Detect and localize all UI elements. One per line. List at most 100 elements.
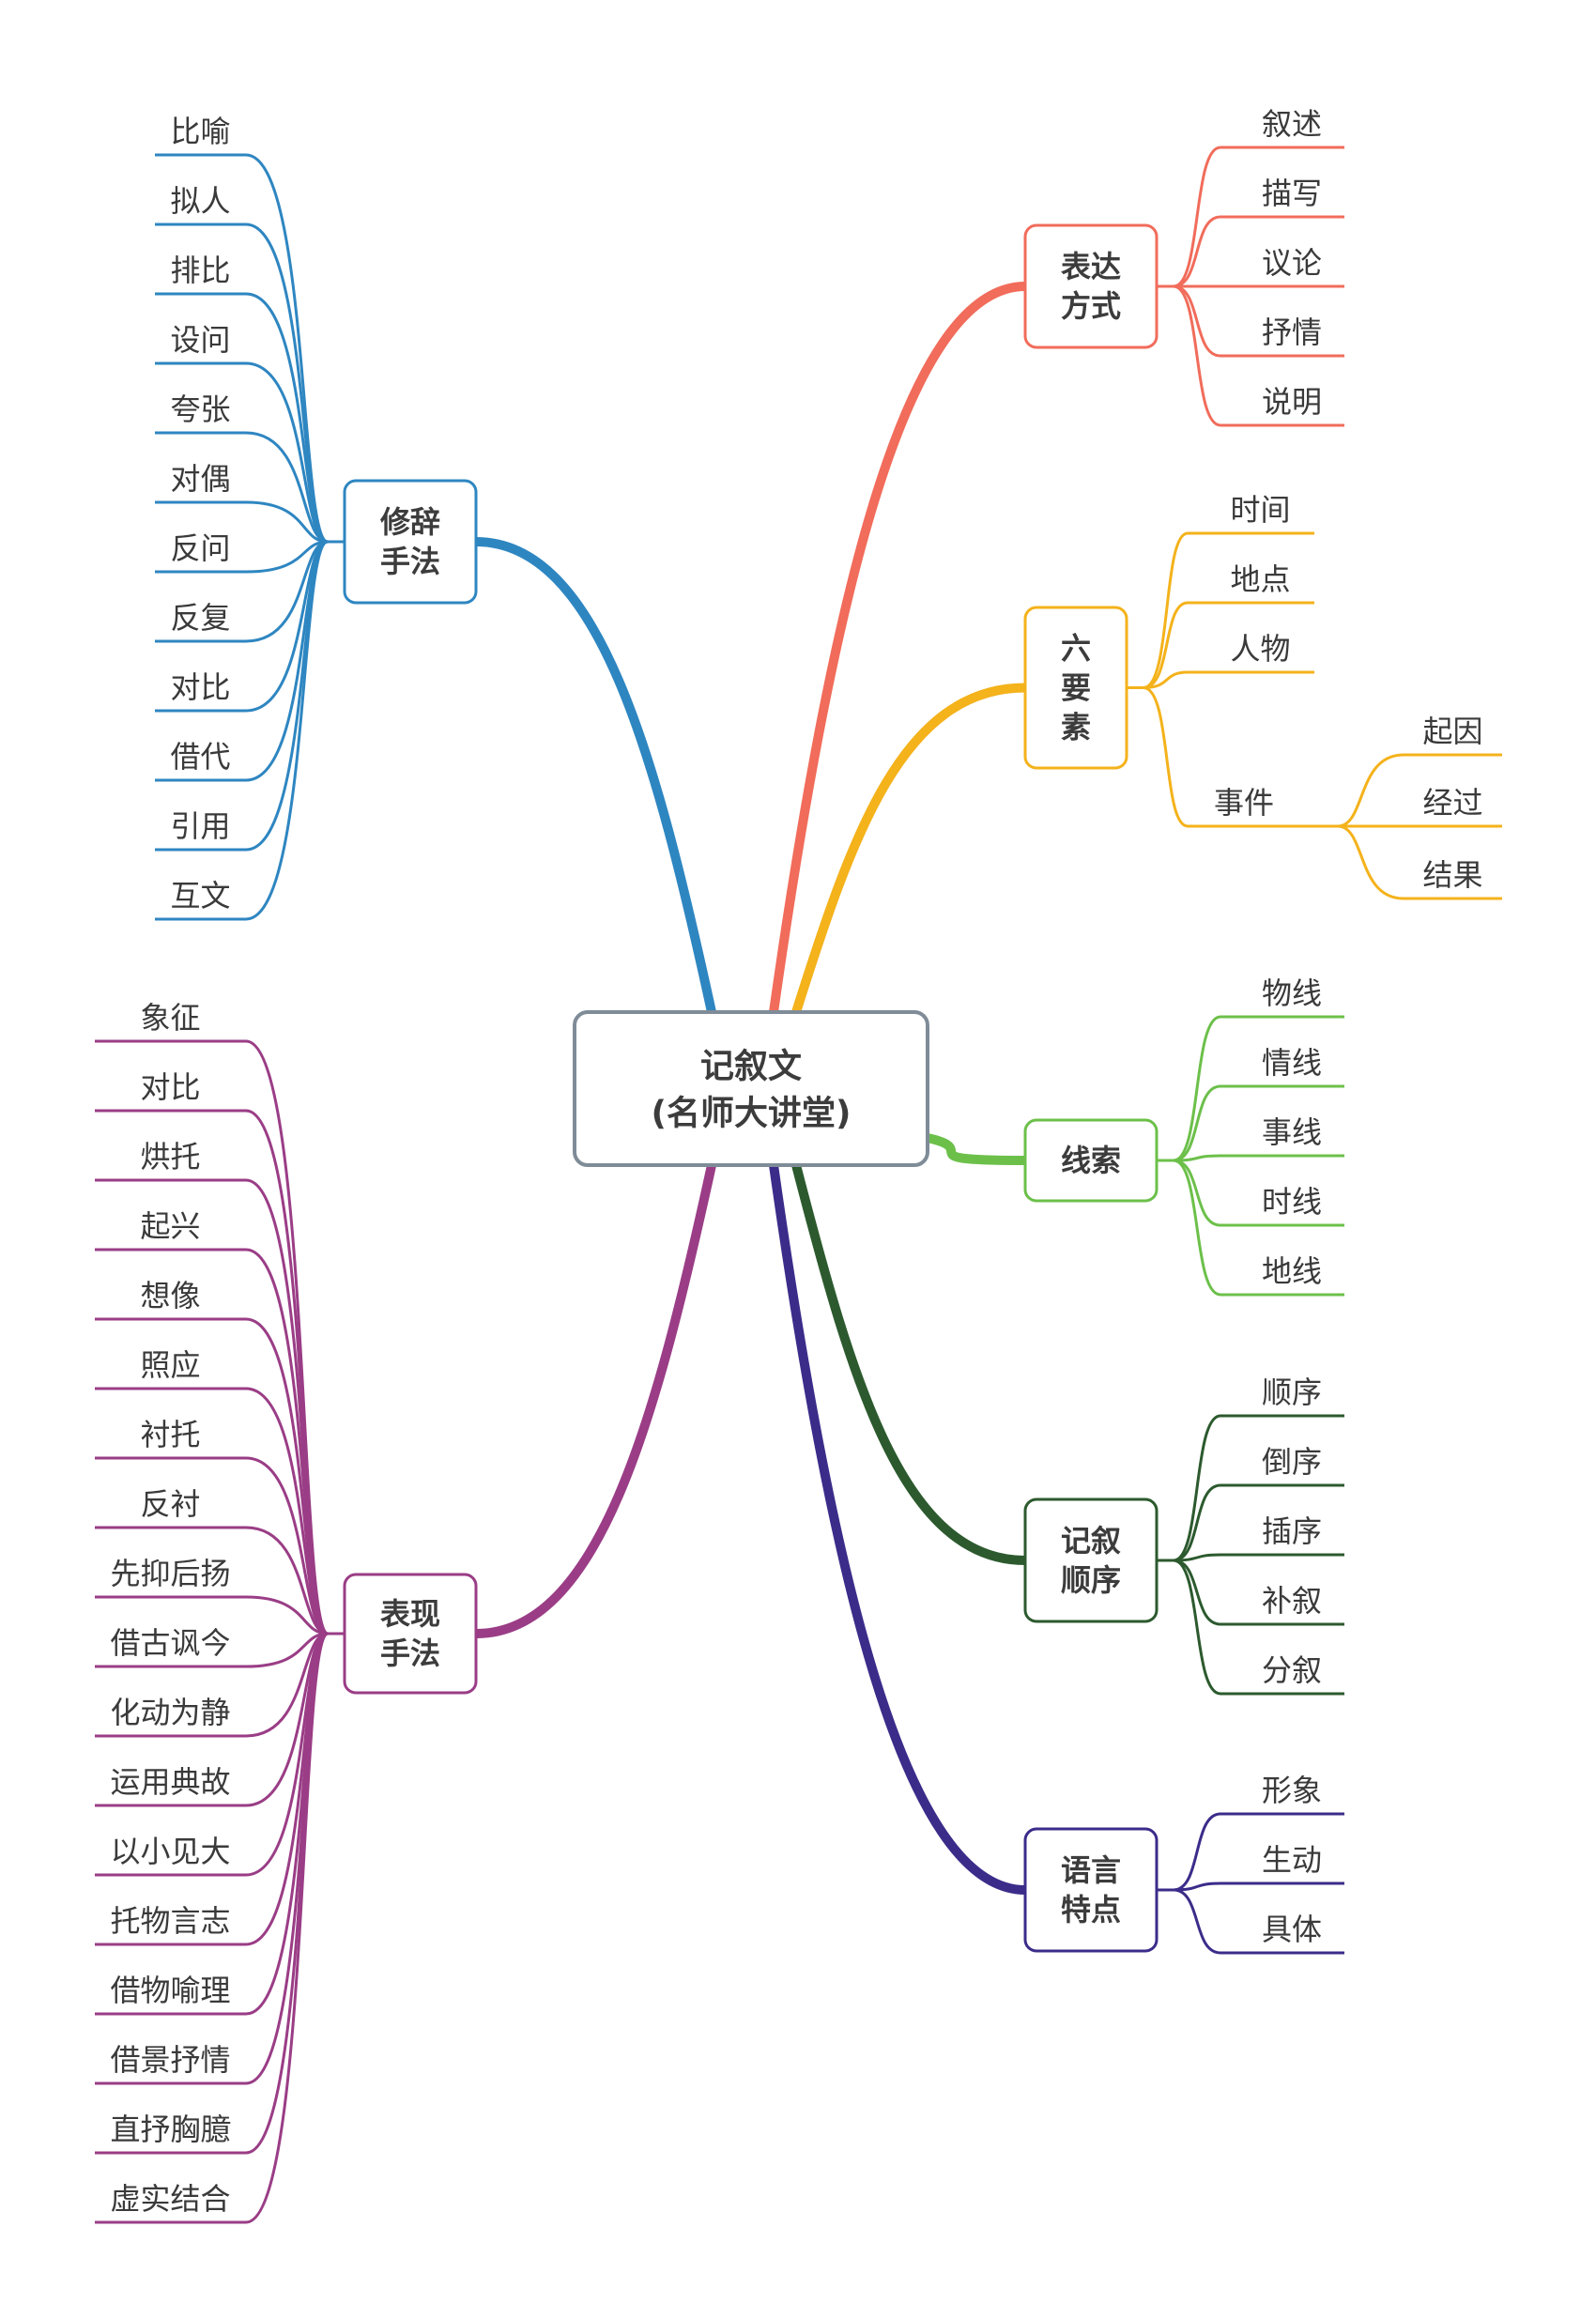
- leaf-node-techniques[interactable]: 直抒胸臆: [110, 2112, 230, 2147]
- leaf-node-expression[interactable]: 抒情: [1262, 315, 1322, 350]
- leaf-node-techniques[interactable]: 照应: [140, 1347, 200, 1383]
- branch-label-line: 手法: [380, 1636, 440, 1671]
- child-connector: [1127, 531, 1189, 689]
- leaf-node-techniques[interactable]: 借景抒情: [110, 2042, 230, 2078]
- child-connector: [245, 540, 345, 782]
- branch-connector-techniques: [471, 1160, 716, 1638]
- branch-box-language: [1023, 1827, 1159, 1953]
- branch-label-line: 要: [1061, 670, 1091, 706]
- child-connector: [1157, 1888, 1221, 1955]
- leaf-node-narrative-order[interactable]: 插序: [1262, 1513, 1322, 1549]
- branch-label-line: 表达: [1061, 249, 1121, 284]
- leaf-node-clues[interactable]: 时线: [1262, 1184, 1322, 1220]
- leaf-node-techniques[interactable]: 以小见大: [110, 1834, 230, 1869]
- child-connector: [1157, 284, 1221, 427]
- leaf-node-clues[interactable]: 事线: [1262, 1114, 1322, 1150]
- branch-label-line: 语言: [1061, 1852, 1121, 1888]
- leaf-node-techniques[interactable]: 运用典故: [110, 1764, 230, 1800]
- leaf-node-narrative-order[interactable]: 分叙: [1262, 1652, 1322, 1688]
- child-connector: [245, 540, 345, 643]
- root-node-box: [573, 1010, 929, 1167]
- leaf-node-rhetoric[interactable]: 拟人: [170, 183, 230, 219]
- branch-label-line: 六: [1061, 631, 1091, 667]
- leaf-node-narrative-order[interactable]: 顺序: [1262, 1375, 1322, 1410]
- leaf-node-expression[interactable]: 议论: [1262, 245, 1322, 281]
- leaf-node-techniques[interactable]: 借物喻理: [110, 1973, 230, 2008]
- child-connector: [1157, 146, 1221, 288]
- leaf-node-clues[interactable]: 物线: [1262, 975, 1322, 1011]
- leaf-node-rhetoric[interactable]: 设问: [170, 322, 230, 358]
- child-connector: [245, 1632, 345, 1877]
- leaf-node-six-elements[interactable]: 人物: [1230, 631, 1290, 667]
- child-connector: [1157, 1159, 1221, 1297]
- leaf-node-rhetoric[interactable]: 反复: [170, 600, 230, 636]
- leaf-node-techniques[interactable]: 反衬: [140, 1486, 200, 1522]
- leaf-node-expression[interactable]: 描写: [1262, 176, 1322, 211]
- sub-leaf-node[interactable]: 经过: [1422, 785, 1482, 821]
- child-connector: [1157, 215, 1221, 288]
- leaf-node-techniques[interactable]: 化动为静: [110, 1695, 230, 1730]
- leaf-node-expression[interactable]: 叙述: [1262, 106, 1322, 142]
- leaf-node-techniques[interactable]: 先抑后扬: [110, 1556, 230, 1591]
- leaf-node-six-elements[interactable]: 时间: [1230, 492, 1290, 528]
- child-connector: [245, 1632, 345, 1668]
- leaf-node-rhetoric[interactable]: 对比: [170, 669, 230, 705]
- leaf-node-clues[interactable]: 地线: [1262, 1253, 1322, 1289]
- leaf-node-narrative-order[interactable]: 倒序: [1262, 1444, 1322, 1480]
- leaf-node-rhetoric[interactable]: 排比: [170, 253, 230, 288]
- child-connector: [245, 500, 345, 544]
- leaf-node-language[interactable]: 形象: [1262, 1773, 1322, 1808]
- leaf-node-six-elements[interactable]: 事件: [1214, 785, 1274, 821]
- branch-connector-six-elements: [791, 683, 1030, 1017]
- leaf-node-expression[interactable]: 说明: [1262, 384, 1322, 420]
- leaf-node-rhetoric[interactable]: 比喻: [170, 114, 230, 149]
- child-connector: [245, 1632, 345, 1738]
- leaf-node-techniques[interactable]: 衬托: [140, 1417, 200, 1452]
- root-node[interactable]: 记叙文(名师大讲堂): [573, 1010, 929, 1167]
- leaf-node-rhetoric[interactable]: 夸张: [170, 392, 230, 427]
- leaf-node-techniques[interactable]: 烘托: [140, 1139, 200, 1175]
- branch-label-line: 记叙: [1061, 1523, 1121, 1559]
- leaf-node-rhetoric[interactable]: 互文: [170, 878, 230, 914]
- sub-connector: [1337, 753, 1404, 828]
- leaf-node-techniques[interactable]: 象征: [140, 1000, 200, 1036]
- branch-box-six-elements: [1023, 606, 1128, 770]
- branch-label-line: 表现: [380, 1596, 440, 1632]
- leaf-node-techniques[interactable]: 对比: [140, 1069, 200, 1105]
- branch-node-six-elements[interactable]: 六要素: [1023, 606, 1128, 770]
- leaf-node-rhetoric[interactable]: 对偶: [170, 461, 230, 497]
- leaf-node-language[interactable]: 生动: [1262, 1842, 1322, 1878]
- leaf-node-rhetoric[interactable]: 反问: [170, 530, 230, 566]
- branch-label-line: 特点: [1061, 1892, 1121, 1927]
- leaf-node-techniques[interactable]: 想像: [140, 1278, 200, 1313]
- leaf-node-rhetoric[interactable]: 借代: [170, 739, 230, 775]
- branch-node-clues[interactable]: 线索: [1023, 1118, 1159, 1203]
- sub-connector: [1337, 824, 1404, 900]
- sub-leaf-node[interactable]: 起因: [1422, 714, 1482, 749]
- branch-box-techniques: [343, 1573, 478, 1695]
- branch-label-line: 修辞: [379, 504, 440, 540]
- leaf-node-techniques[interactable]: 起兴: [140, 1208, 200, 1244]
- branch-box-expression: [1023, 223, 1159, 349]
- leaf-node-techniques[interactable]: 借古讽今: [110, 1625, 230, 1661]
- leaf-node-techniques[interactable]: 虚实结合: [110, 2181, 230, 2217]
- leaf-node-language[interactable]: 具体: [1262, 1912, 1322, 1947]
- leaf-node-rhetoric[interactable]: 引用: [170, 808, 230, 844]
- branch-label-line: 手法: [380, 544, 440, 579]
- leaf-node-techniques[interactable]: 托物言志: [110, 1903, 230, 1939]
- child-connector: [1157, 1812, 1221, 1892]
- branch-connector-language: [769, 1160, 1030, 1895]
- root-title-line: (名师大讲堂): [652, 1095, 852, 1133]
- leaf-node-narrative-order[interactable]: 补叙: [1262, 1583, 1322, 1619]
- child-connector: [1157, 1084, 1221, 1162]
- leaf-node-clues[interactable]: 情线: [1262, 1045, 1322, 1081]
- leaf-node-six-elements[interactable]: 地点: [1230, 561, 1290, 597]
- sub-leaf-node[interactable]: 结果: [1422, 857, 1482, 893]
- branch-connector-expression: [769, 282, 1030, 1017]
